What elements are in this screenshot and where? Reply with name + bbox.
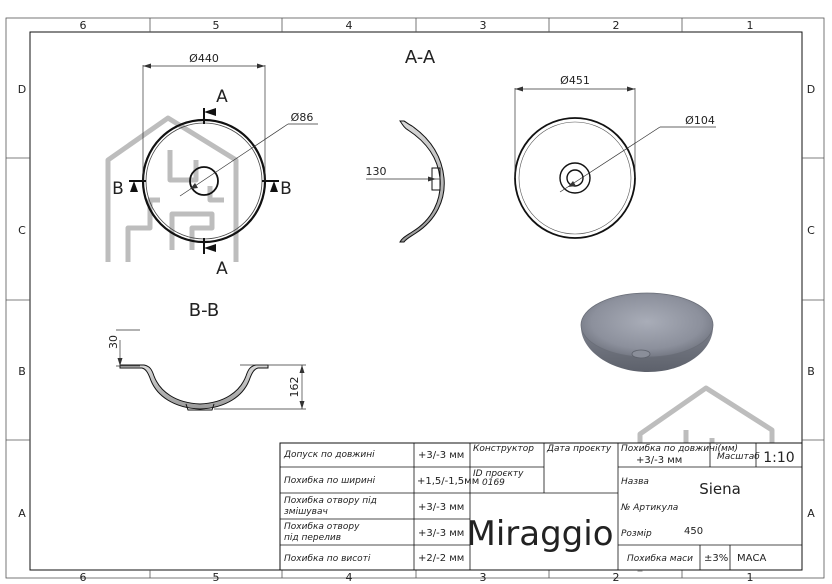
size-value: 450 — [684, 526, 703, 537]
section-mark-b-right: B — [280, 179, 292, 199]
section-aa-profile — [366, 120, 445, 243]
bottom-view — [514, 86, 716, 239]
section-mark-a-top: A — [216, 87, 228, 107]
outer-frame — [5, 17, 825, 579]
row-label-left-d: D — [18, 83, 26, 96]
dim-top-diameter-440: Ø440 — [189, 52, 219, 65]
top-view — [129, 63, 318, 254]
col-label-top-2: 5 — [213, 19, 220, 32]
dim-bottom-diameter-451: Ø451 — [560, 74, 590, 87]
dim-section-bb-height-162: 162 — [288, 377, 301, 398]
row-label-right-d: D — [807, 83, 815, 96]
row-label-right-c: C — [807, 224, 815, 237]
length-tolerance-value: +3/-3 мм — [636, 455, 682, 466]
col-label-bottom-3: 4 — [346, 571, 353, 584]
section-mark-b-left: B — [112, 179, 124, 199]
column-dividers — [6, 18, 824, 578]
project-date-label: Дата проєкту — [546, 444, 612, 454]
tol-row-1-label: Допуск по довжині — [283, 450, 375, 460]
tol-row-3-label: Похибка отвору під — [284, 496, 377, 506]
tol-row-4-label: Похибка отвору — [284, 522, 360, 532]
title-block — [279, 442, 803, 571]
col-label-top-3: 4 — [346, 19, 353, 32]
article-label: № Артикула — [620, 503, 678, 513]
house-logo-watermark-left — [105, 115, 239, 262]
name-label: Назва — [621, 477, 649, 487]
constructor-label: Конструктор — [473, 444, 534, 454]
row-label-left-b: B — [18, 365, 26, 378]
section-bb-profile — [116, 329, 306, 411]
project-id-label: ID проєкту — [473, 469, 524, 479]
scale-label: Масштаб — [717, 452, 760, 462]
tol-row-4-label-line2: під перелив — [284, 533, 341, 543]
product-name: Siena — [699, 480, 741, 498]
dim-top-diameter-86: Ø86 — [291, 111, 314, 124]
dim-section-bb-rim-30: 30 — [107, 335, 120, 349]
col-label-bottom-2: 5 — [213, 571, 220, 584]
tol-row-4-value: +3/-3 мм — [418, 528, 464, 539]
tol-row-1-value: +3/-3 мм — [418, 450, 464, 461]
row-label-left-a: A — [18, 507, 26, 520]
tol-row-2-value: +1,5/-1,5мм — [417, 476, 479, 487]
dim-bottom-diameter-104: Ø104 — [685, 114, 715, 127]
scale-value: 1:10 — [763, 450, 794, 466]
tol-row-2-label: Похибка по ширині — [284, 476, 376, 486]
col-label-bottom-5: 2 — [613, 571, 620, 584]
row-label-right-a: A — [807, 507, 815, 520]
tol-row-3-value: +3/-3 мм — [418, 502, 464, 513]
size-label: Розмір — [621, 529, 652, 539]
mass-tolerance-value: ±3% — [704, 553, 728, 564]
section-aa-title: A-A — [405, 47, 436, 68]
col-label-bottom-1: 6 — [80, 571, 87, 584]
bowl-3d-render — [580, 292, 714, 372]
mass-tolerance-label: Похибка маси — [627, 554, 693, 564]
tol-row-5-label: Похибка по висоті — [284, 554, 371, 564]
dim-section-aa-height-130: 130 — [366, 165, 387, 178]
col-label-bottom-4: 3 — [480, 571, 487, 584]
col-label-top-6: 1 — [747, 19, 754, 32]
col-label-top-5: 2 — [613, 19, 620, 32]
section-mark-a-bottom: A — [216, 259, 228, 279]
col-label-bottom-6: 1 — [747, 571, 754, 584]
brand-logo: Miraggio — [466, 514, 613, 554]
col-label-top-4: 3 — [480, 19, 487, 32]
col-label-top-1: 6 — [80, 19, 87, 32]
length-tolerance-label: Похибка по довжині(мм) — [621, 444, 738, 454]
tol-row-3-label-line2: змішувач — [284, 507, 328, 517]
tol-row-5-value: +2/-2 мм — [418, 553, 464, 564]
section-bb-title: B-B — [189, 300, 220, 321]
row-label-right-b: B — [807, 365, 815, 378]
project-id-value: 0169 — [482, 478, 505, 488]
row-label-left-c: C — [18, 224, 26, 237]
material-value: МАСА — [737, 553, 766, 564]
